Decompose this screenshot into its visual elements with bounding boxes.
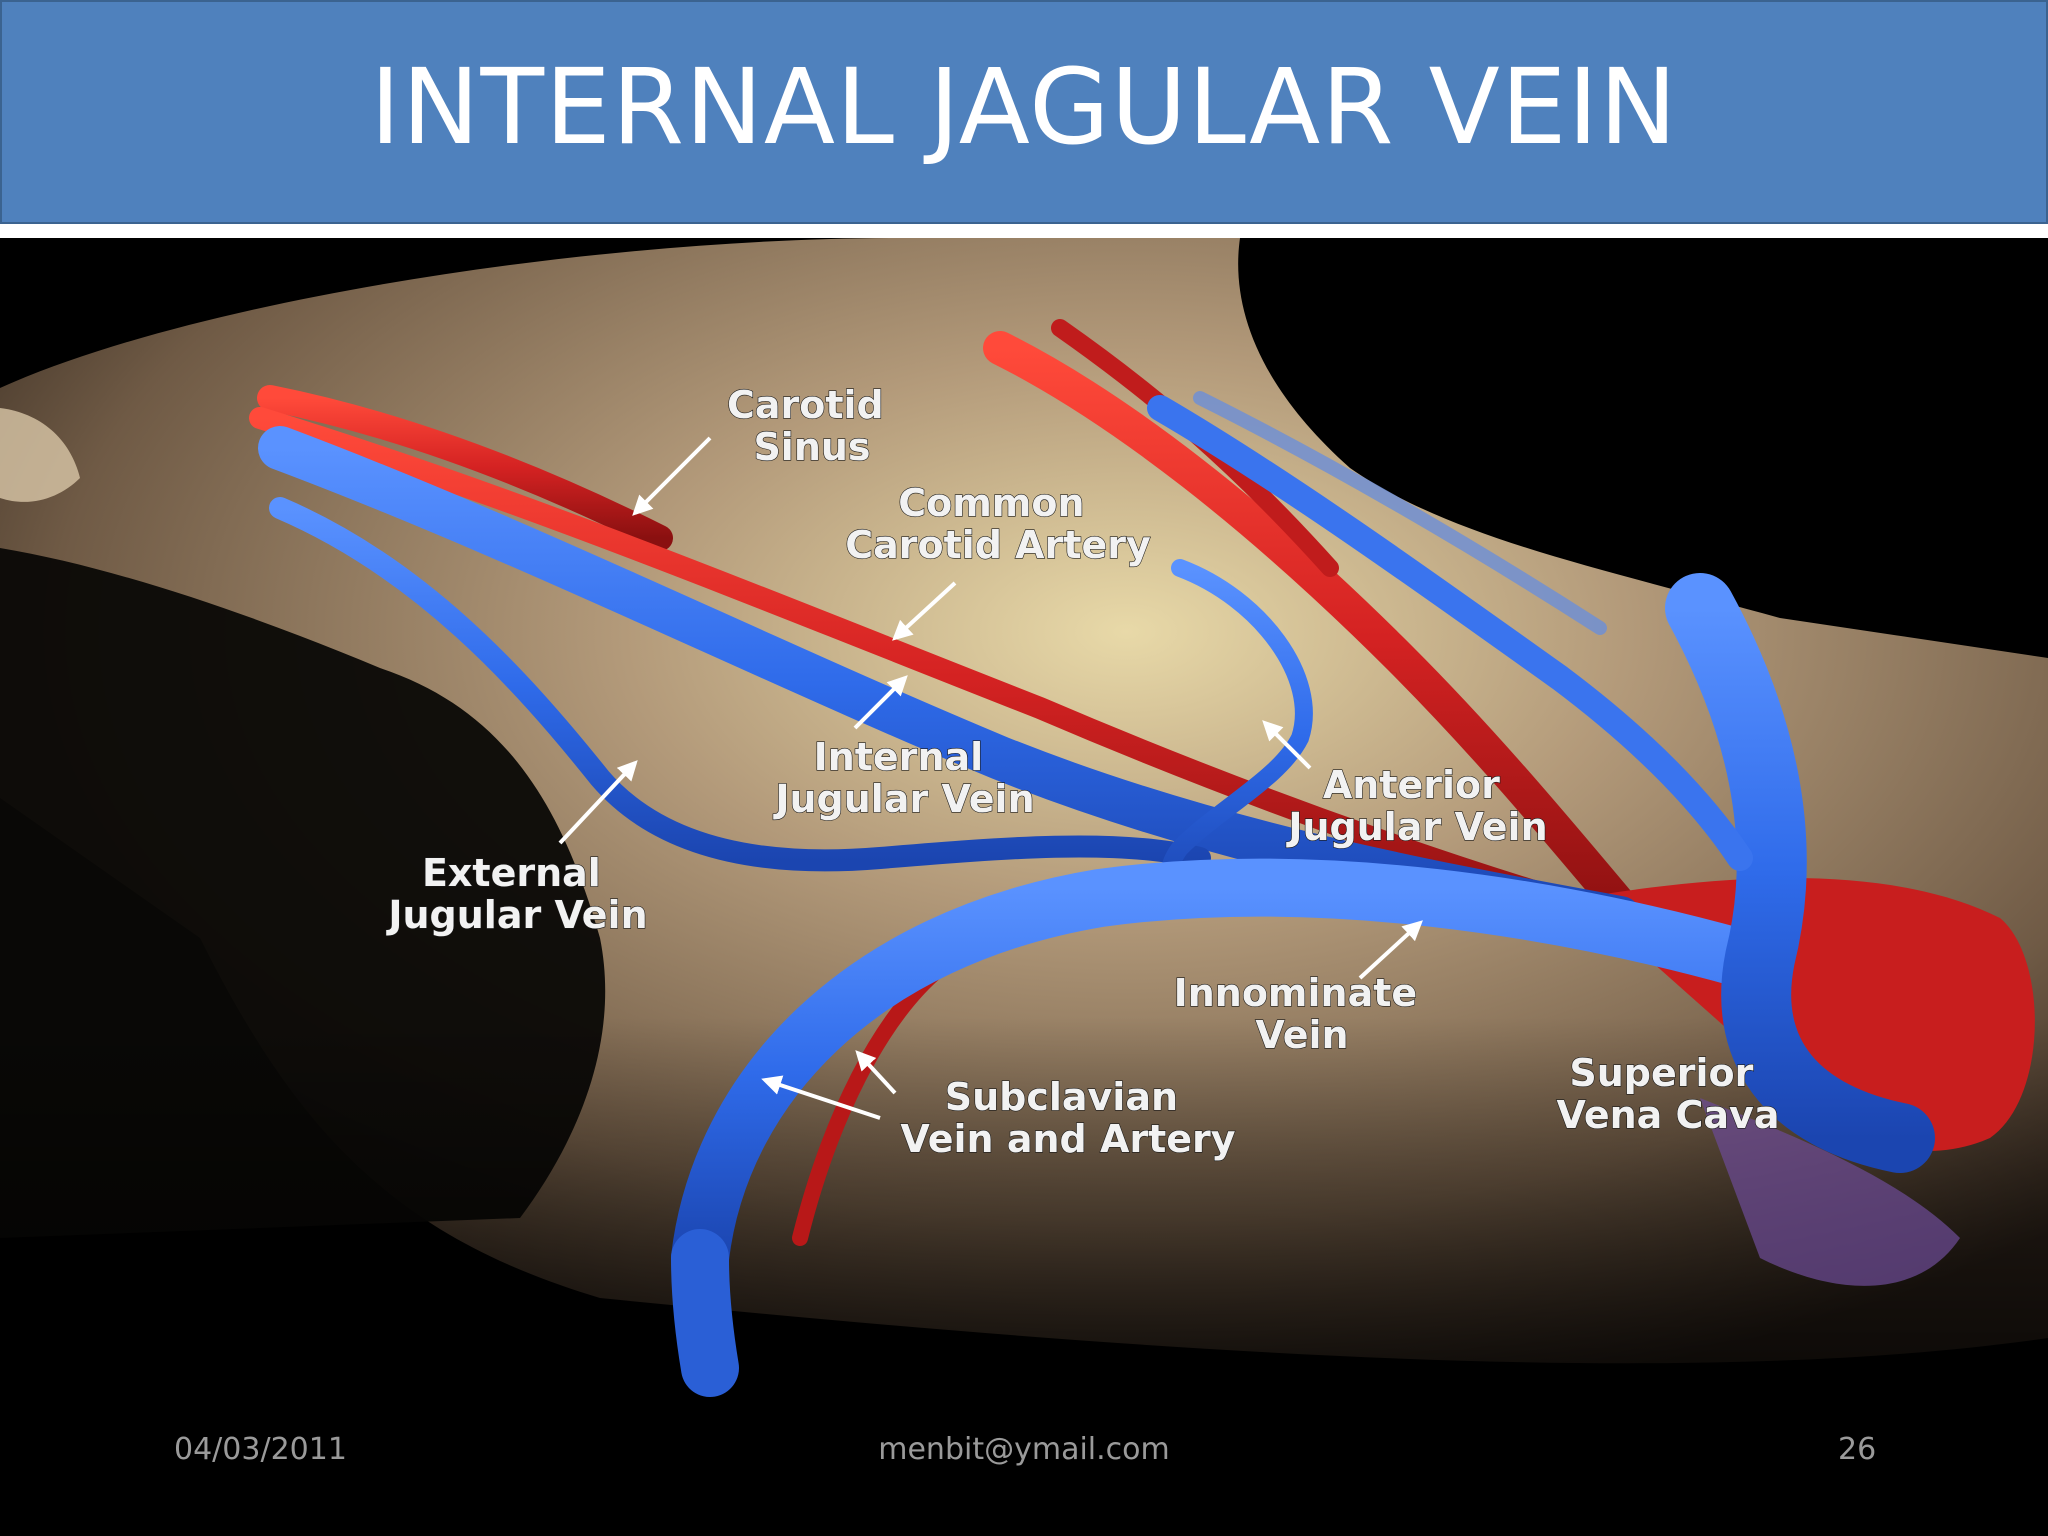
- label-carotid-sinus: Carotid Sinus: [727, 383, 897, 469]
- superior-vena-cava: [1665, 573, 1935, 1173]
- label-carotid-sinus-line2: Sinus: [753, 425, 870, 469]
- external-jugular-vein: [269, 497, 1211, 872]
- label-innominate-line2: Vein: [1255, 1013, 1348, 1057]
- arrow-external-jugular-vein: [558, 760, 638, 845]
- label-internal-jugular-line1: Internal: [814, 735, 984, 779]
- arrow-subclavian-artery: [855, 1050, 897, 1095]
- footer-page-number: 26: [1838, 1432, 1877, 1467]
- label-subclavian-vein-and-artery: Subclavian Vein and Artery: [900, 1075, 1235, 1161]
- labels: Carotid Sinus Common Carotid Artery Inte…: [385, 382, 1780, 1161]
- arrow-common-carotid-artery: [892, 581, 957, 641]
- label-svc-line2: Vena Cava: [1557, 1093, 1780, 1137]
- label-innominate-line1: Innominate: [1174, 971, 1418, 1015]
- title-divider: [0, 224, 2048, 238]
- label-svc-line1: Superior: [1569, 1051, 1753, 1095]
- veins: [258, 391, 1960, 1397]
- label-arrows: [558, 436, 1423, 1120]
- label-superior-vena-cava: Superior Vena Cava: [1557, 1051, 1780, 1137]
- label-anterior-jugular-line1: Anterior: [1323, 763, 1500, 807]
- label-common-carotid-artery: Common Carotid Artery: [845, 481, 1151, 567]
- innominate-vein: [671, 858, 1769, 1287]
- label-anterior-jugular-vein: Anterior Jugular Vein: [1285, 763, 1547, 849]
- label-internal-jugular-vein: Internal Jugular Vein: [772, 735, 1034, 821]
- anatomy-svg: Carotid Sinus Common Carotid Artery Inte…: [0, 238, 2048, 1536]
- neck-anatomy-illustration: Carotid Sinus Common Carotid Artery Inte…: [0, 238, 2048, 1536]
- arrow-anterior-jugular-vein: [1262, 720, 1312, 770]
- title-bar: INTERNAL JAGULAR VEIN: [0, 0, 2048, 224]
- label-anterior-jugular-line2: Jugular Vein: [1285, 805, 1547, 849]
- arrow-internal-jugular-vein: [853, 675, 908, 730]
- right-carotid-branches: [983, 331, 1657, 945]
- svc-base: [1700, 1098, 1960, 1286]
- label-subclavian-line1: Subclavian: [945, 1075, 1178, 1119]
- footer-email: menbit@ymail.com: [878, 1432, 1170, 1467]
- label-common-carotid-line2: Carotid Artery: [845, 523, 1151, 567]
- right-jugular-vein: [1147, 395, 1753, 871]
- footer-date: 04/03/2011: [174, 1432, 347, 1467]
- label-common-carotid-line1: Common: [898, 481, 1084, 525]
- arrow-innominate-vein: [1358, 920, 1423, 980]
- label-external-jugular-line1: External: [422, 851, 601, 895]
- label-external-jugular-line2: Jugular Vein: [385, 893, 647, 937]
- slide-title: INTERNAL JAGULAR VEIN: [370, 46, 1678, 168]
- label-external-jugular-vein: External Jugular Vein: [385, 851, 647, 937]
- arrow-carotid-sinus: [632, 436, 712, 516]
- carotid-artery-upper: [257, 385, 673, 551]
- label-internal-jugular-line2: Jugular Vein: [772, 777, 1034, 821]
- subclavian-vein: [671, 1229, 739, 1397]
- label-innominate-vein: Innominate Vein: [1174, 971, 1431, 1057]
- right-jugular-vein-2: [1193, 391, 1607, 635]
- label-subclavian-line2: Vein and Artery: [900, 1117, 1235, 1161]
- arrow-subclavian-vein: [761, 1075, 881, 1120]
- label-carotid-sinus-line1: Carotid: [727, 383, 884, 427]
